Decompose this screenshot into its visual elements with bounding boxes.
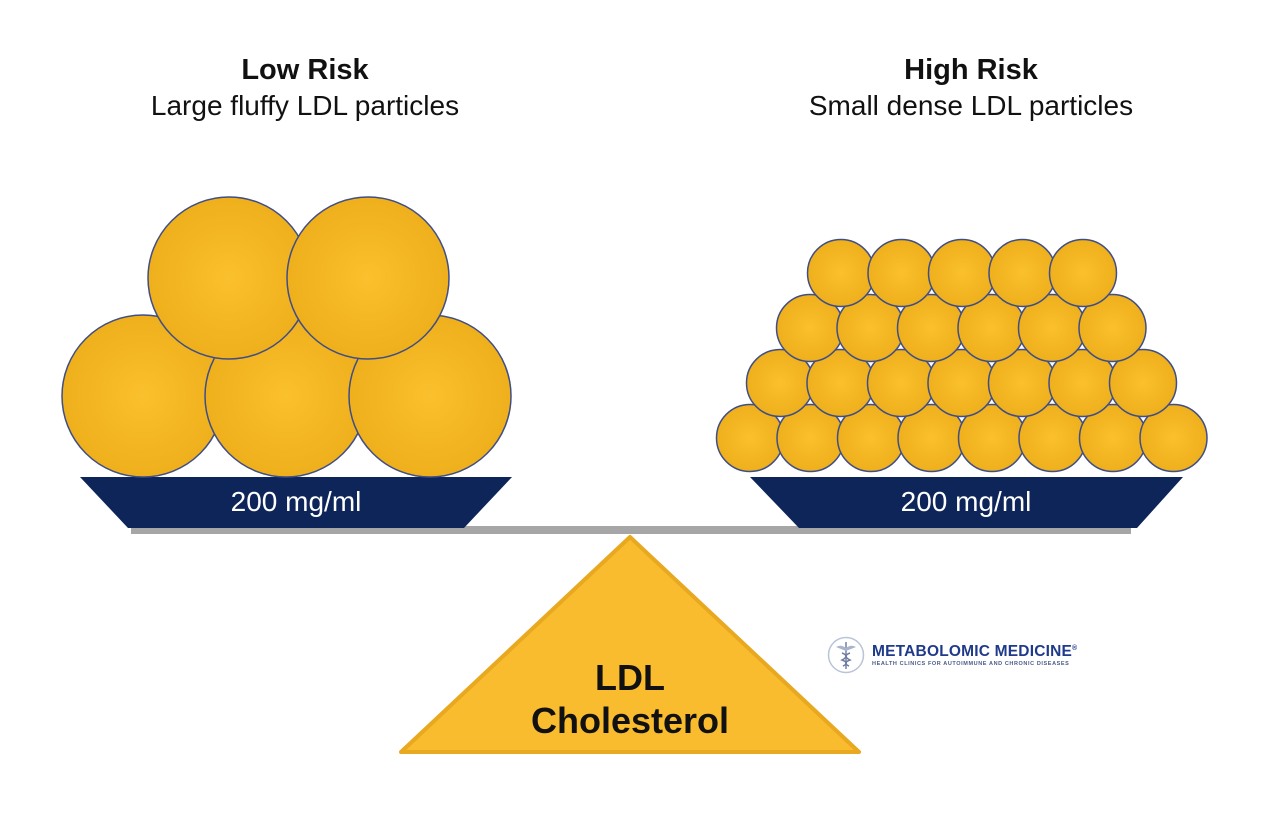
high-risk-tray	[750, 477, 1183, 528]
small-ldl-particle	[988, 238, 1057, 308]
fulcrum-label-line2: Cholesterol	[531, 700, 729, 741]
low-risk-subtitle: Large fluffy LDL particles	[150, 90, 460, 121]
high-risk-tray-label: 200 mg/ml	[901, 486, 1032, 517]
logo-name: METABOLOMIC MEDICINE®	[872, 643, 1078, 660]
low-risk-heading: Low Risk Large fluffy LDL particles	[105, 52, 505, 124]
small-ldl-particle	[867, 238, 936, 308]
high-risk-heading: High Risk Small dense LDL particles	[771, 52, 1171, 124]
large-ldl-particle	[286, 196, 450, 360]
logo-tagline: HEALTH CLINICS FOR AUTOIMMUNE AND CHRONI…	[872, 661, 1070, 667]
high-risk-title: High Risk	[904, 54, 1038, 86]
small-ldl-particle	[1078, 293, 1147, 363]
small-ldl-particles	[715, 238, 1208, 473]
caduceus-icon	[827, 636, 865, 674]
large-ldl-particle	[147, 196, 311, 360]
low-risk-title: Low Risk	[241, 54, 369, 86]
high-risk-subtitle: Small dense LDL particles	[808, 90, 1134, 121]
low-risk-tray	[80, 477, 512, 528]
small-ldl-particle	[1048, 238, 1118, 308]
scale-beam	[131, 526, 1131, 534]
fulcrum-label-line1: LDL	[595, 657, 665, 698]
metabolomic-medicine-logo: METABOLOMIC MEDICINE® HEALTH CLINICS FOR…	[826, 634, 1078, 676]
large-ldl-particles	[61, 196, 512, 478]
small-ldl-particle	[1108, 348, 1178, 418]
low-risk-tray-label: 200 mg/ml	[231, 486, 362, 517]
fulcrum-triangle	[399, 535, 861, 754]
small-ldl-particle	[1139, 403, 1208, 473]
small-ldl-particle	[806, 238, 876, 308]
small-ldl-particle	[927, 238, 997, 308]
